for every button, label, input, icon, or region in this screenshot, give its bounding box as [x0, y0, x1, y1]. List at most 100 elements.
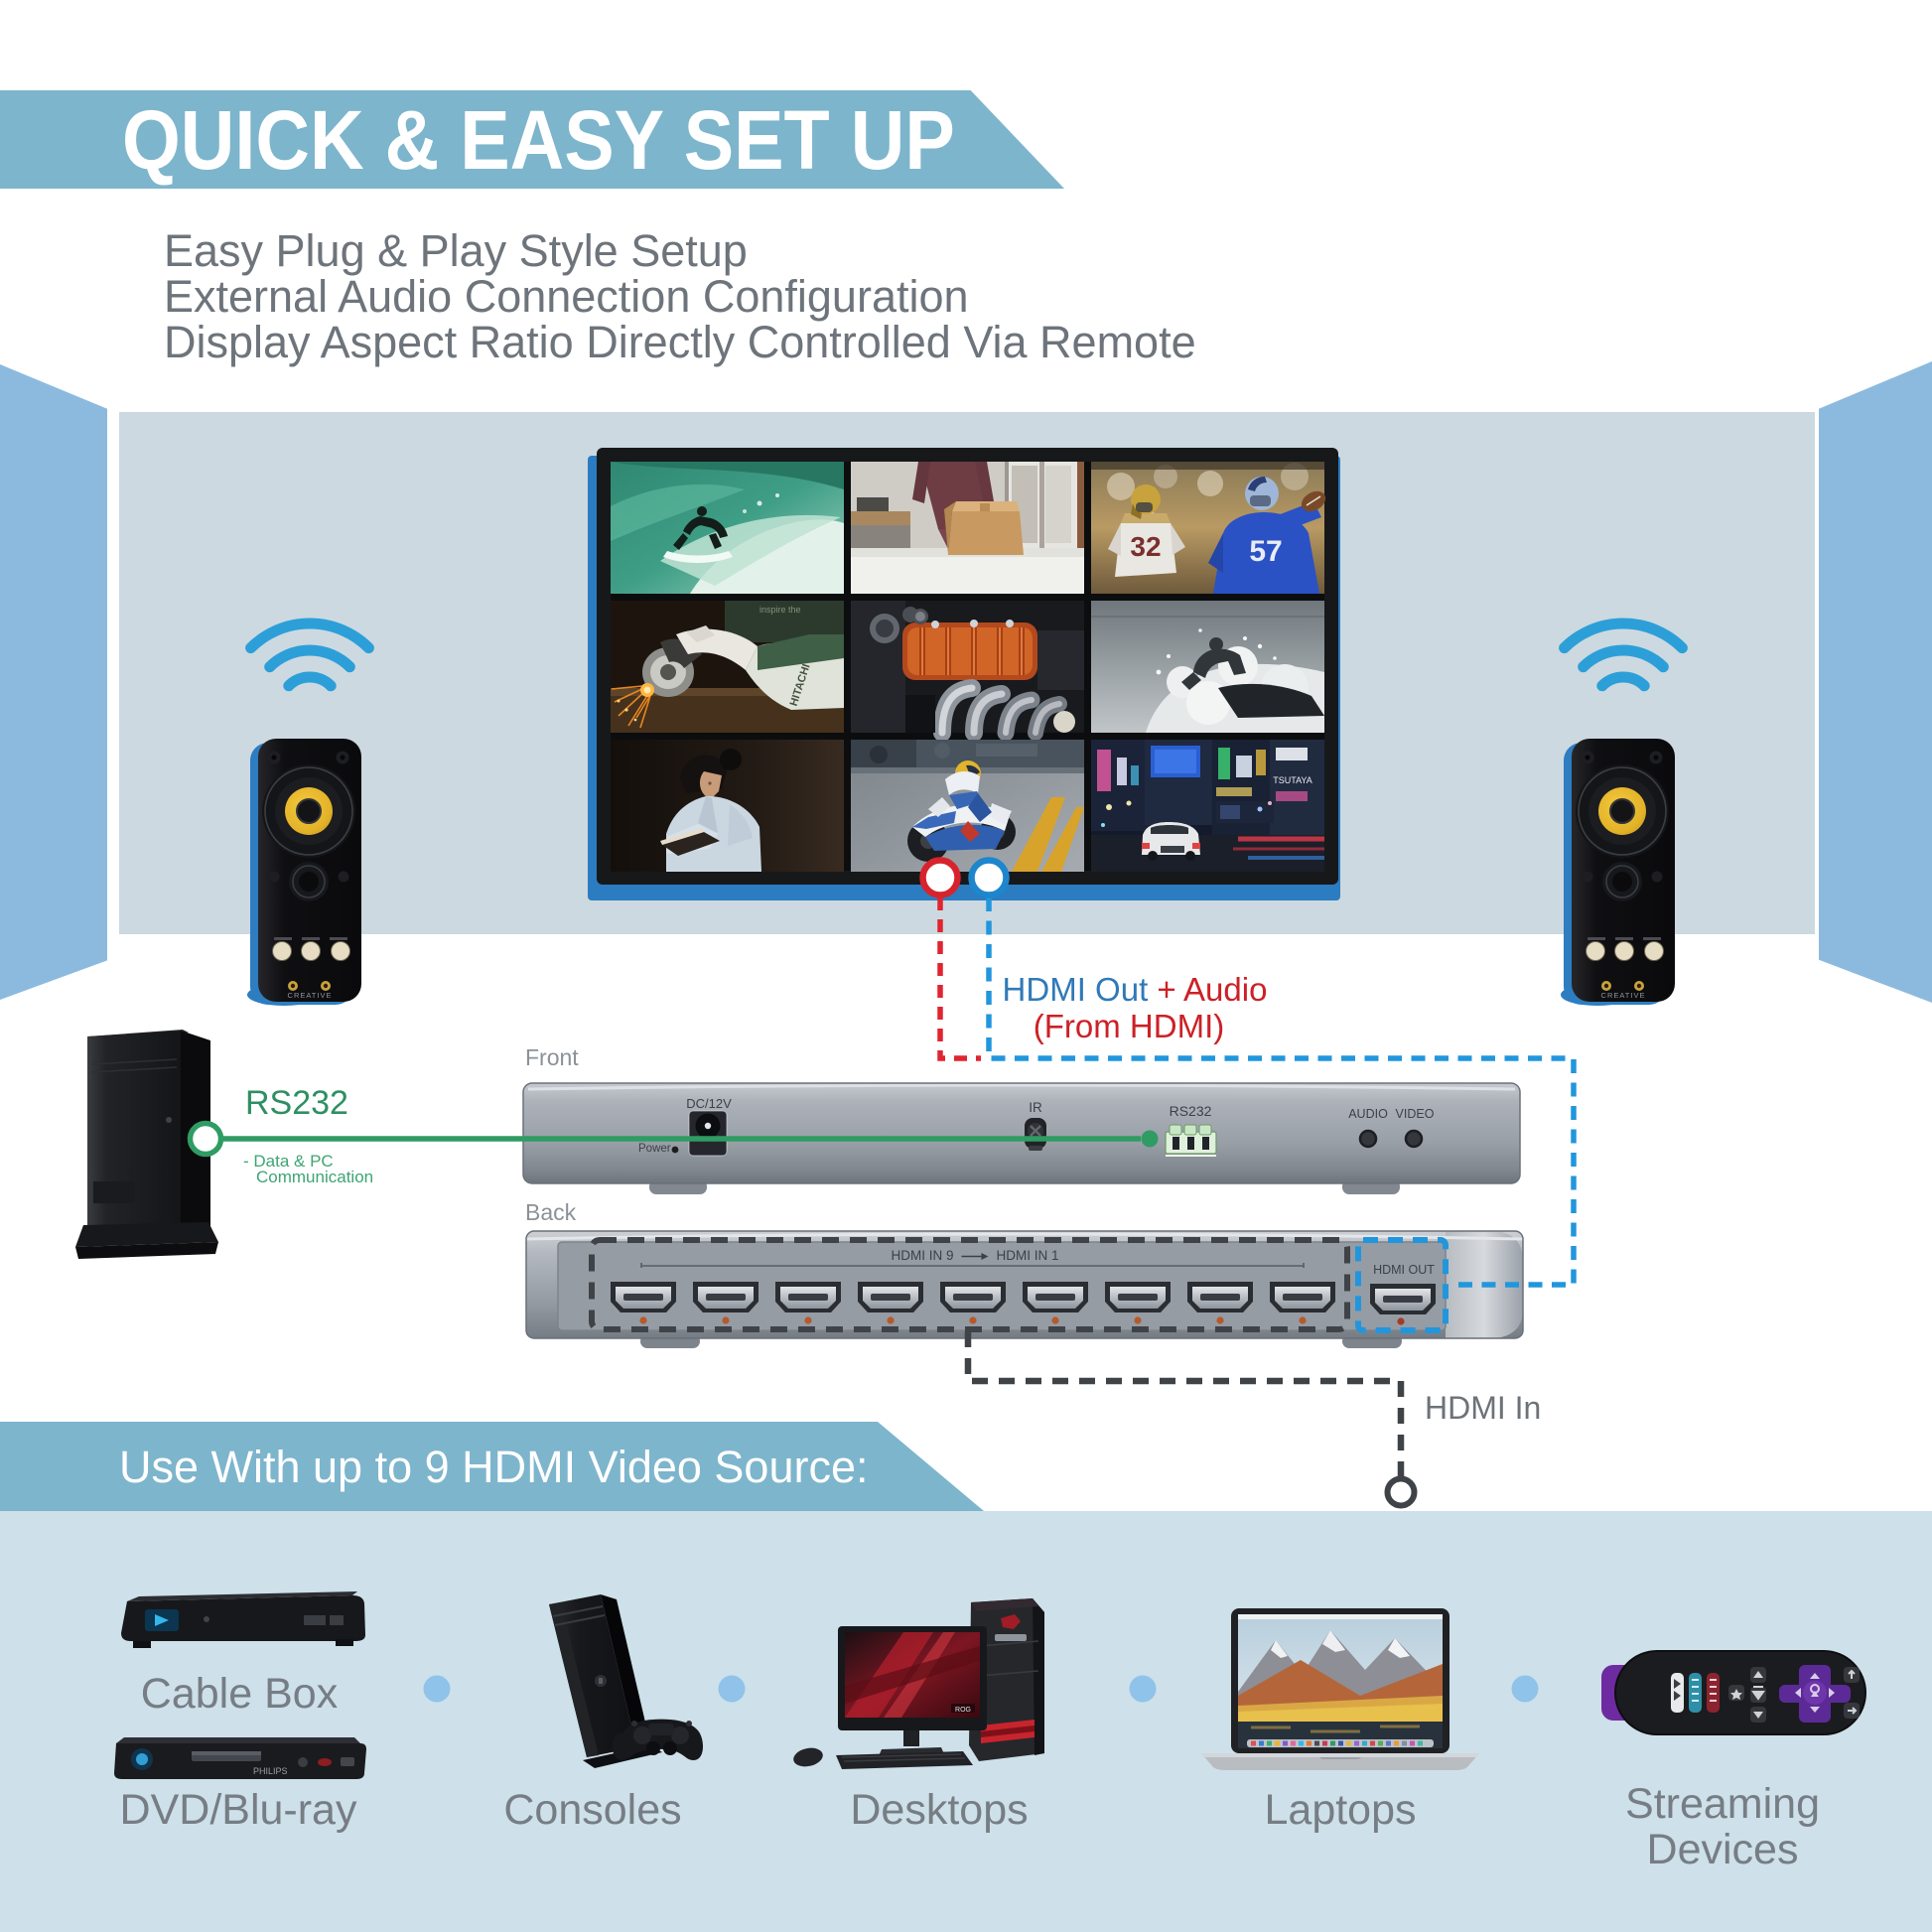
audio-port-ring	[919, 857, 961, 898]
rs232-line-end-dot	[1141, 1130, 1159, 1148]
hdmi-out-dashed-rect	[1355, 1237, 1449, 1333]
jersey-number-left: 32	[1130, 531, 1161, 562]
tv-cell-football: 32 57	[1091, 462, 1326, 594]
tv-cell-engine	[851, 601, 1084, 742]
tv-cell-motorcycle	[851, 740, 1084, 872]
label-dvd-bluray: DVD/Blu-ray	[119, 1786, 357, 1834]
plus-audio-text: + Audio	[1148, 971, 1268, 1008]
pc-tower	[75, 1030, 218, 1259]
wallpaper-mountains	[1238, 1630, 1443, 1724]
tower	[969, 1598, 1044, 1761]
dc12v-label: DC/12V	[686, 1096, 732, 1111]
dc-jack	[688, 1110, 728, 1157]
audio-button	[1360, 1131, 1376, 1147]
svg-text:ROG: ROG	[955, 1707, 971, 1714]
bullet-plug-and-play: Easy Plug & Play Style Setup	[164, 225, 748, 276]
rs232-connector	[1165, 1124, 1217, 1157]
video-label: VIDEO	[1395, 1107, 1435, 1121]
tv-cell-grinder: inspire the HITACHI	[611, 601, 844, 733]
back-label: Back	[525, 1199, 577, 1225]
hdmi-switch-front	[522, 1082, 1521, 1194]
audio-dashed-line	[937, 897, 981, 1061]
game-console-icon	[549, 1594, 704, 1768]
hdmi-in-dashed-rect	[589, 1237, 1350, 1332]
power-led	[671, 1146, 679, 1154]
cable-box-icon	[121, 1591, 365, 1648]
bullet-external-audio: External Audio Connection Configuration	[164, 271, 969, 322]
hdmi-out-text: HDMI Out	[1002, 971, 1149, 1008]
room-left-wall	[0, 364, 107, 1000]
racing-motorcycle	[907, 760, 1016, 862]
jersey-number-right: 57	[1249, 535, 1282, 568]
tv-cell-city-night: TSUTAYA	[1091, 740, 1324, 872]
road-line-2	[1041, 807, 1084, 872]
hdmi-switch-back	[525, 1230, 1524, 1348]
dvd-brand-text: PHILIPS	[253, 1766, 288, 1776]
city-sign-text: TSUTAYA	[1273, 775, 1312, 785]
ports-bracket	[640, 1263, 1305, 1268]
glove-slogan-text: inspire the	[759, 605, 801, 615]
tv-multiview-grid: 32 57 inspire the	[611, 462, 1326, 872]
angle-grinder	[642, 625, 758, 697]
rog-logo	[1001, 1614, 1021, 1629]
taxi	[1142, 822, 1200, 861]
ports-arrow-icon	[961, 1252, 988, 1260]
book	[662, 832, 720, 856]
laptop-icon	[1201, 1608, 1479, 1770]
ps4-body	[549, 1594, 636, 1757]
tv-cell-surfer	[611, 462, 844, 594]
rs232-note-line1: - Data & PC	[243, 1152, 334, 1171]
hdmi-in-label: HDMI In	[1425, 1390, 1542, 1426]
dock-icons	[1251, 1740, 1423, 1746]
jetski-hull	[1218, 683, 1324, 718]
power-label: Power	[638, 1143, 671, 1155]
ports-left-text: HDMI IN 9	[891, 1248, 954, 1263]
valve-cover	[902, 609, 1037, 680]
bullet-aspect-ratio: Display Aspect Ratio Directly Controlled…	[164, 317, 1196, 367]
hdmi-out-port-label: HDMI OUT	[1373, 1263, 1435, 1277]
tv-cell-woman-reading	[611, 740, 844, 872]
page-title: QUICK & EASY SET UP	[122, 93, 955, 187]
monitor: ROG	[838, 1626, 987, 1758]
rs232-line-start-ring	[187, 1120, 224, 1158]
desktop-pc-icon: ROG	[793, 1598, 1044, 1769]
jetski-rider	[1181, 637, 1246, 690]
player-white-jersey: 32	[1108, 484, 1185, 577]
front-label: Front	[525, 1044, 579, 1070]
hdmi-out-audio-label: HDMI Out + Audio	[1003, 971, 1268, 1009]
rs232-note: - Data & PC Communication	[243, 1152, 374, 1186]
from-hdmi-label: (From HDMI)	[1033, 1008, 1225, 1044]
work-glove: HITACHI	[746, 634, 844, 710]
hdmi-out-port-ring	[968, 857, 1010, 898]
label-desktops: Desktops	[850, 1786, 1029, 1834]
tv-cell-packing-box	[851, 462, 1084, 594]
rs232-title: RS232	[245, 1084, 348, 1122]
remote-buttons	[1671, 1665, 1860, 1723]
rs232-port-label: RS232	[1169, 1103, 1212, 1119]
player-blue-jersey: 57	[1208, 476, 1326, 594]
label-cable-box: Cable Box	[140, 1670, 339, 1718]
mouse	[793, 1747, 823, 1767]
audio-label: AUDIO	[1348, 1107, 1388, 1121]
hdmi-in-end-ring	[1384, 1475, 1418, 1509]
label-laptops: Laptops	[1264, 1786, 1417, 1834]
bottom-ribbon-title: Use With up to 9 HDMI Video Source:	[119, 1442, 869, 1492]
rs232-note-line2: Communication	[256, 1167, 374, 1186]
hdmi-in-ports-label: HDMI IN 9 HDMI IN 1	[891, 1248, 1058, 1263]
tv-cell-jetski	[1091, 601, 1324, 733]
sparks	[611, 685, 653, 729]
dpad	[1779, 1665, 1851, 1723]
woman	[666, 749, 761, 872]
road-line-1	[1012, 797, 1065, 872]
intake-pipes	[933, 679, 1067, 742]
ports-right-text: HDMI IN 1	[996, 1248, 1059, 1263]
label-streaming-line2: Devices	[1646, 1826, 1799, 1873]
dvd-player-icon: PHILIPS	[114, 1737, 366, 1779]
hdmi-out-dashed-line	[986, 897, 1577, 1288]
port-screws	[639, 1316, 1307, 1324]
streaming-remote-icon	[1601, 1650, 1866, 1735]
bottom-ribbon	[0, 1422, 984, 1511]
